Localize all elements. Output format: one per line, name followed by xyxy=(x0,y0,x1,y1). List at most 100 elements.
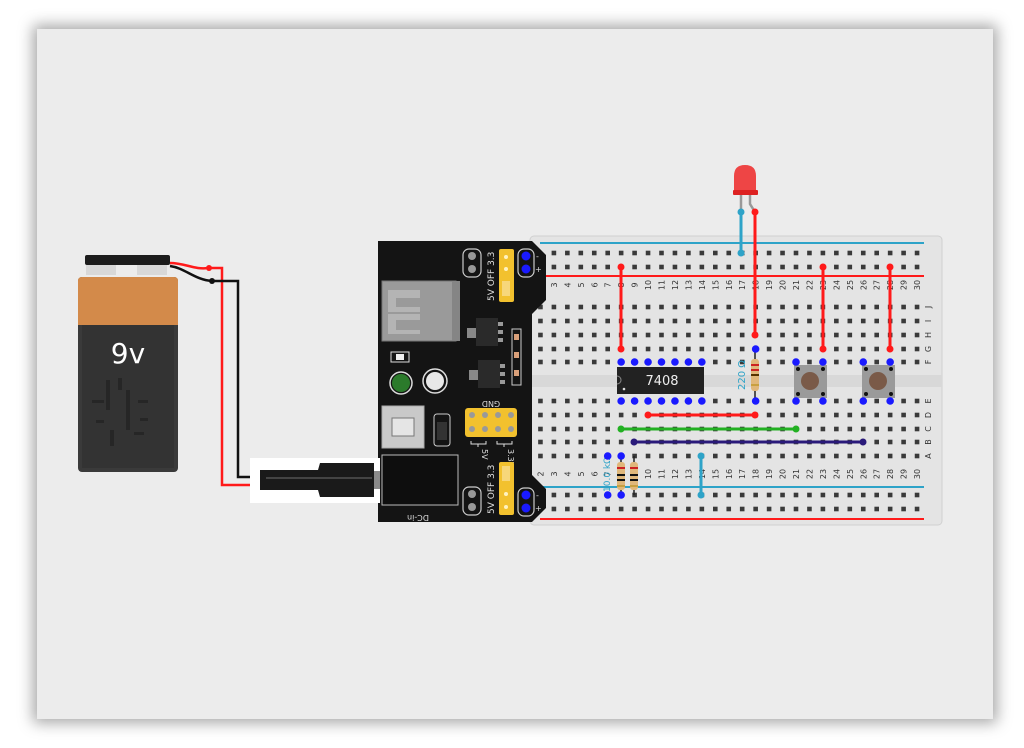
rail-hole[interactable] xyxy=(605,264,610,270)
ic-7408[interactable]: 7408 xyxy=(616,367,704,394)
breadboard-hole[interactable] xyxy=(565,398,570,404)
breadboard-hole[interactable] xyxy=(551,318,557,324)
breadboard-hole[interactable] xyxy=(766,398,772,404)
breadboard-hole[interactable] xyxy=(901,359,906,365)
breadboard-hole[interactable] xyxy=(887,412,893,418)
breadboard-hole[interactable] xyxy=(766,346,772,352)
rail-hole[interactable] xyxy=(914,250,920,256)
breadboard-hole[interactable] xyxy=(672,304,678,310)
breadboard-hole[interactable] xyxy=(578,398,584,404)
breadboard-hole[interactable] xyxy=(659,304,664,310)
rail-hole[interactable] xyxy=(713,492,718,498)
rail-hole[interactable] xyxy=(699,264,705,270)
rail-hole[interactable] xyxy=(591,250,597,256)
breadboard-hole[interactable] xyxy=(793,304,799,310)
breadboard-hole[interactable] xyxy=(672,346,678,352)
breadboard-hole[interactable] xyxy=(726,359,732,365)
breadboard-hole[interactable] xyxy=(887,426,893,432)
rail-hole[interactable] xyxy=(645,492,651,498)
rail-hole[interactable] xyxy=(739,492,745,498)
breadboard-hole[interactable] xyxy=(807,453,812,459)
rail-hole[interactable] xyxy=(874,492,879,498)
breadboard-hole[interactable] xyxy=(793,453,799,459)
rail-hole[interactable] xyxy=(645,264,651,270)
breadboard-hole[interactable] xyxy=(874,398,879,404)
breadboard-hole[interactable] xyxy=(686,346,691,352)
breadboard-hole[interactable] xyxy=(780,453,785,459)
rail-hole[interactable] xyxy=(914,492,920,498)
breadboard-hole[interactable] xyxy=(605,346,610,352)
breadboard-hole[interactable] xyxy=(780,412,785,418)
rail-hole[interactable] xyxy=(739,264,745,270)
breadboard-hole[interactable] xyxy=(914,453,920,459)
breadboard-hole[interactable] xyxy=(766,359,772,365)
rail-hole[interactable] xyxy=(820,506,826,512)
breadboard-hole[interactable] xyxy=(901,439,906,445)
breadboard-hole[interactable] xyxy=(538,426,543,432)
breadboard-hole[interactable] xyxy=(645,318,651,324)
breadboard-hole[interactable] xyxy=(860,453,866,459)
breadboard-hole[interactable] xyxy=(591,398,597,404)
breadboard-hole[interactable] xyxy=(686,318,691,324)
resistor-10k-1[interactable]: 10.0 kΩ xyxy=(603,456,625,495)
rail-hole[interactable] xyxy=(901,250,906,256)
breadboard-hole[interactable] xyxy=(565,346,570,352)
breadboard-hole[interactable] xyxy=(538,346,543,352)
breadboard-hole[interactable] xyxy=(820,412,826,418)
rail-hole[interactable] xyxy=(565,264,570,270)
breadboard-hole[interactable] xyxy=(766,318,772,324)
breadboard-hole[interactable] xyxy=(807,318,812,324)
breadboard-hole[interactable] xyxy=(914,346,920,352)
breadboard-hole[interactable] xyxy=(860,332,866,338)
rail-hole[interactable] xyxy=(807,506,812,512)
breadboard-hole[interactable] xyxy=(834,426,839,432)
breadboard-hole[interactable] xyxy=(766,453,772,459)
rail-hole[interactable] xyxy=(847,492,853,498)
breadboard-hole[interactable] xyxy=(793,318,799,324)
breadboard-hole[interactable] xyxy=(713,304,718,310)
breadboard-hole[interactable] xyxy=(578,332,584,338)
breadboard-hole[interactable] xyxy=(565,439,570,445)
breadboard-hole[interactable] xyxy=(578,359,584,365)
breadboard-hole[interactable] xyxy=(739,398,745,404)
rail-hole[interactable] xyxy=(578,250,584,256)
breadboard-hole[interactable] xyxy=(713,332,718,338)
rail-hole[interactable] xyxy=(578,264,584,270)
rail-hole[interactable] xyxy=(591,492,597,498)
breadboard-hole[interactable] xyxy=(914,359,920,365)
rail-hole[interactable] xyxy=(780,264,785,270)
breadboard-hole[interactable] xyxy=(686,453,691,459)
rail-hole[interactable] xyxy=(874,250,879,256)
breadboard-hole[interactable] xyxy=(874,318,879,324)
pushbutton-1[interactable] xyxy=(794,365,827,398)
breadboard-hole[interactable] xyxy=(820,426,826,432)
breadboard-hole[interactable] xyxy=(901,453,906,459)
breadboard-hole[interactable] xyxy=(901,304,906,310)
rail-hole[interactable] xyxy=(820,492,826,498)
breadboard-hole[interactable] xyxy=(591,346,597,352)
rail-hole[interactable] xyxy=(860,492,866,498)
breadboard-hole[interactable] xyxy=(713,398,718,404)
rail-hole[interactable] xyxy=(847,250,853,256)
rail-hole[interactable] xyxy=(591,264,597,270)
breadboard-hole[interactable] xyxy=(551,412,557,418)
breadboard-hole[interactable] xyxy=(807,398,812,404)
breadboard-hole[interactable] xyxy=(739,332,745,338)
rail-hole[interactable] xyxy=(565,492,570,498)
rail-hole[interactable] xyxy=(578,492,584,498)
breadboard-hole[interactable] xyxy=(901,346,906,352)
breadboard-hole[interactable] xyxy=(565,426,570,432)
breadboard-hole[interactable] xyxy=(860,412,866,418)
rail-hole[interactable] xyxy=(807,264,812,270)
breadboard-hole[interactable] xyxy=(699,304,705,310)
rail-hole[interactable] xyxy=(686,264,691,270)
breadboard-hole[interactable] xyxy=(645,332,651,338)
breadboard-hole[interactable] xyxy=(834,398,839,404)
breadboard-hole[interactable] xyxy=(914,426,920,432)
breadboard-hole[interactable] xyxy=(780,304,785,310)
breadboard-hole[interactable] xyxy=(739,346,745,352)
breadboard-hole[interactable] xyxy=(713,453,718,459)
breadboard-hole[interactable] xyxy=(847,332,853,338)
breadboard-hole[interactable] xyxy=(591,318,597,324)
breadboard-hole[interactable] xyxy=(645,304,651,310)
